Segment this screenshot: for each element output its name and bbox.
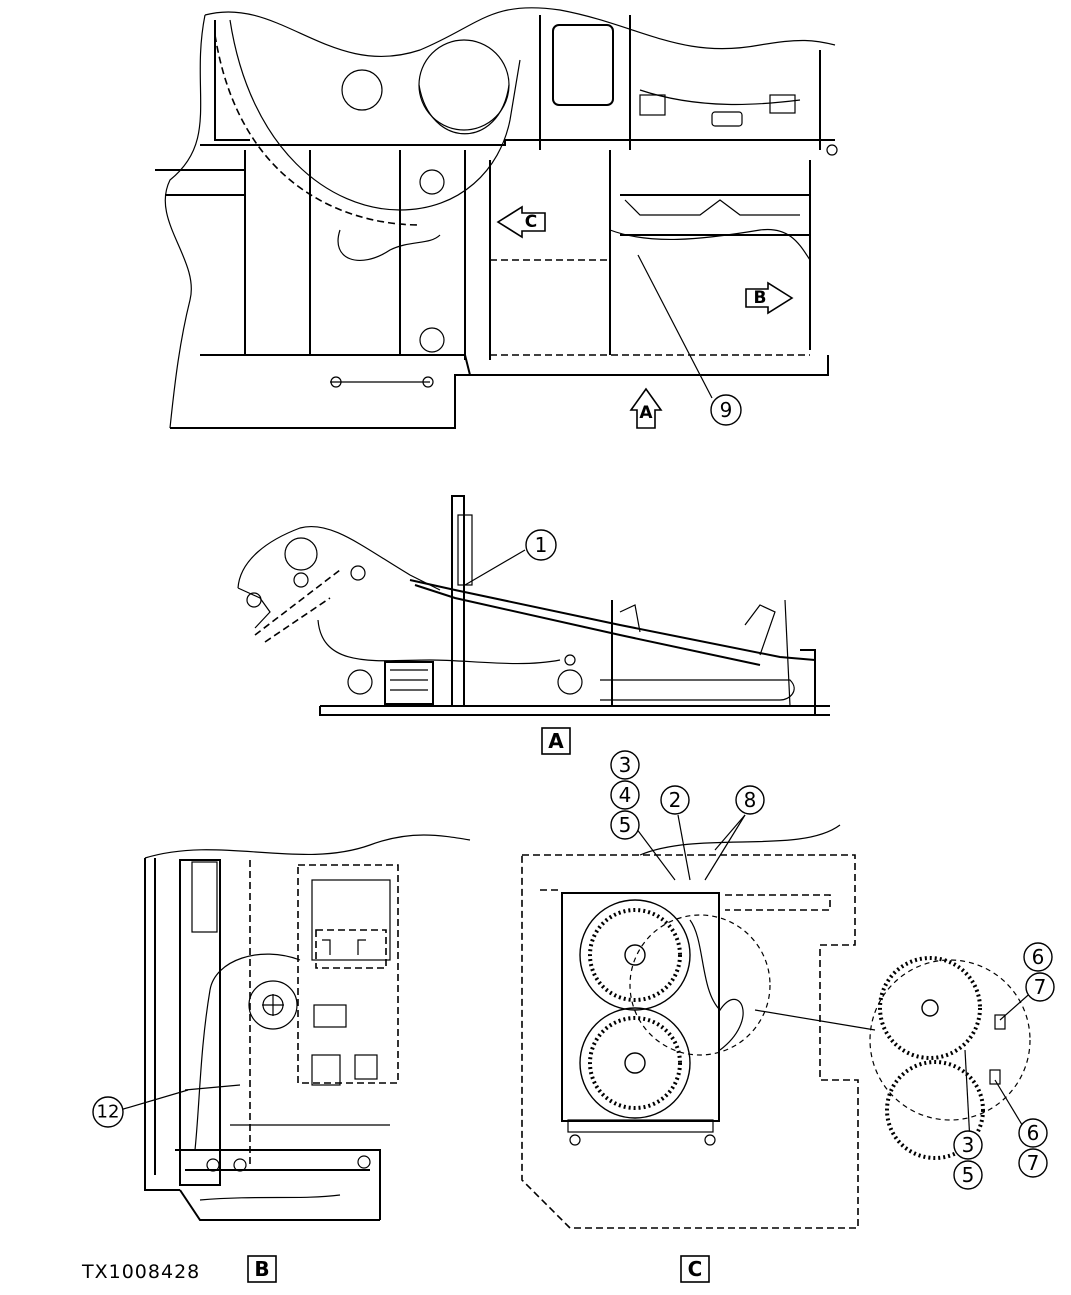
view-label-c: C <box>680 1255 710 1283</box>
callout-5: 5 <box>610 810 640 840</box>
figure-id: TX1008428 <box>81 1261 200 1283</box>
detail-fan-upper <box>878 956 982 1060</box>
svg-text:7: 7 <box>1027 1151 1040 1175</box>
svg-text:B: B <box>254 1257 269 1281</box>
detail-callout-6a: 6 <box>1023 942 1053 972</box>
detail-callout-6b: 6 <box>1018 1118 1048 1148</box>
view-c: 3 4 5 2 8 6 7 3 <box>521 750 1055 1283</box>
svg-text:1: 1 <box>535 533 548 557</box>
svg-text:6: 6 <box>1032 945 1045 969</box>
detail-inset-circle <box>869 959 1031 1121</box>
upper-fan <box>579 899 691 1011</box>
callout-1: 1 <box>525 529 557 561</box>
view-arrow-a: A <box>629 387 663 429</box>
svg-text:C: C <box>525 212 537 232</box>
svg-text:12: 12 <box>97 1102 120 1123</box>
svg-text:3: 3 <box>619 753 632 777</box>
svg-text:A: A <box>548 729 564 753</box>
svg-text:B: B <box>754 288 767 308</box>
svg-text:A: A <box>639 403 653 423</box>
svg-text:6: 6 <box>1027 1121 1040 1145</box>
view-arrow-b: B <box>745 281 794 315</box>
detail-callout-7b: 7 <box>1018 1148 1048 1178</box>
view-b: 12 B TX1008428 <box>81 834 471 1283</box>
detail-callout-5: 5 <box>953 1160 983 1190</box>
view-label-a: A <box>541 727 571 755</box>
svg-text:3: 3 <box>962 1133 975 1157</box>
lower-fan <box>579 1007 691 1119</box>
svg-text:9: 9 <box>720 398 733 422</box>
view-label-b: B <box>247 1255 277 1283</box>
svg-text:5: 5 <box>619 813 632 837</box>
callout-12: 12 <box>92 1096 124 1128</box>
svg-text:5: 5 <box>962 1163 975 1187</box>
svg-text:8: 8 <box>744 788 757 812</box>
top-machine-view: C B A 9 <box>155 7 838 429</box>
svg-text:C: C <box>688 1257 703 1281</box>
detail-fan-lower <box>885 1060 985 1160</box>
callout-4: 4 <box>610 780 640 810</box>
view-a: 1 A <box>237 495 830 755</box>
callout-8: 8 <box>735 785 765 815</box>
svg-text:4: 4 <box>619 783 632 807</box>
detail-callout-3: 3 <box>953 1130 983 1160</box>
svg-text:7: 7 <box>1034 975 1047 999</box>
callout-3: 3 <box>610 750 640 780</box>
callout-2: 2 <box>660 785 690 815</box>
callout-9: 9 <box>710 394 742 426</box>
svg-text:2: 2 <box>669 788 682 812</box>
detail-callout-7a: 7 <box>1025 972 1055 1002</box>
view-arrow-c: C <box>496 205 546 239</box>
